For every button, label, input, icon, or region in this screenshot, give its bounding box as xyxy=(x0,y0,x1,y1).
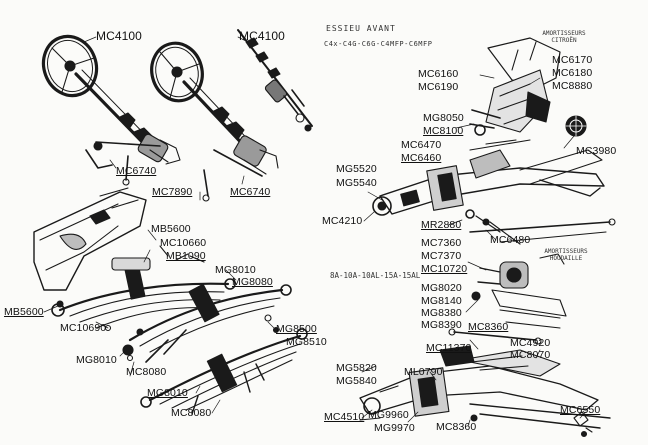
steering-wheel-left xyxy=(41,34,99,98)
part-label-mb1090[interactable]: MB1090 xyxy=(166,250,206,262)
part-label-mc6480[interactable]: MC6480 xyxy=(490,234,531,246)
part-label-mc7890[interactable]: MC7890 xyxy=(152,186,193,198)
steering-column-right xyxy=(182,77,279,202)
part-label-mg8050[interactable]: MG8050 xyxy=(423,112,464,124)
spring-hardware-small xyxy=(56,245,280,362)
part-label-mr2880[interactable]: MR2880 xyxy=(421,219,462,231)
part-label-mc8360[interactable]: MC8360 xyxy=(436,421,477,433)
tie-rod xyxy=(469,218,616,243)
part-label-mc6460[interactable]: MC6460 xyxy=(401,152,442,164)
leader-lines xyxy=(43,36,587,427)
part-label-mc4210[interactable]: MC4210 xyxy=(322,215,363,227)
houdaille-damper-assembly xyxy=(471,253,567,329)
part-label-mg5840[interactable]: MG5840 xyxy=(336,375,377,387)
part-label-mc11370[interactable]: MC11370 xyxy=(426,342,472,354)
part-label-mg5820[interactable]: MG5820 xyxy=(336,362,377,374)
diagram-title: ESSIEU AVANT xyxy=(326,24,396,33)
part-label-mg5520[interactable]: MG5520 xyxy=(336,163,377,175)
part-label-mc8100[interactable]: MC8100 xyxy=(423,125,464,137)
part-label-mg8020[interactable]: MG8020 xyxy=(421,282,462,294)
note-houdaille-dampers: AMORTISSEURS HOUDAILLE xyxy=(544,248,588,262)
steering-drop-arm-left xyxy=(85,141,161,186)
steering-wheel-right xyxy=(150,41,204,103)
part-label-mb5600[interactable]: MB5600 xyxy=(151,223,191,235)
leaf-spring-lower xyxy=(140,328,308,415)
part-label-mc8880[interactable]: MC8880 xyxy=(552,80,593,92)
part-label-mg8010[interactable]: MG8010 xyxy=(215,264,256,276)
part-label-mc6470[interactable]: MC6470 xyxy=(401,139,442,151)
part-label-mc7360[interactable]: MC7360 xyxy=(421,237,462,249)
part-label-mb5600[interactable]: MB5600 xyxy=(4,306,44,318)
bracket-small-corner xyxy=(573,411,593,438)
part-label-mg8510[interactable]: MG8510 xyxy=(286,336,327,348)
part-label-mc6180[interactable]: MC6180 xyxy=(552,67,593,79)
part-label-mc4100[interactable]: MC4100 xyxy=(239,29,285,43)
part-label-mg8390[interactable]: MG8390 xyxy=(421,319,462,331)
part-label-mc8080[interactable]: MC8080 xyxy=(126,366,167,378)
part-label-mg8010[interactable]: MG8010 xyxy=(147,387,188,399)
model-codes: C4x-C4G-C6G-C4MFP-C6MFP xyxy=(324,40,433,48)
part-label-mg8140[interactable]: MG8140 xyxy=(421,295,462,307)
chassis-frame-left xyxy=(33,187,147,291)
part-label-mg8080[interactable]: MG8080 xyxy=(232,276,273,288)
front-axle-beam xyxy=(372,139,605,245)
part-label-mg8500[interactable]: MG8500 xyxy=(276,323,317,335)
part-label-mc4100[interactable]: MC4100 xyxy=(96,29,142,43)
part-label-mc6740[interactable]: MC6740 xyxy=(230,186,271,198)
part-label-ml0790[interactable]: ML0790 xyxy=(404,366,443,378)
damper-disc xyxy=(565,115,587,137)
part-label-mc6550[interactable]: MC6550 xyxy=(560,404,601,416)
part-label-mc10660[interactable]: MC10660 xyxy=(160,237,207,249)
steering-column-left xyxy=(74,69,181,165)
front-suspension-upper xyxy=(469,37,561,136)
part-label-mc6740[interactable]: MC6740 xyxy=(116,165,157,177)
part-label-mg8380[interactable]: MG8380 xyxy=(421,307,462,319)
part-label-mc3980[interactable]: MC3980 xyxy=(576,145,617,157)
note-fiscal-models: 8A-10A-10AL-15A-15AL xyxy=(330,271,421,280)
note-citroen-dampers: AMORTISSEURS CITROËN xyxy=(542,30,586,44)
front-suspension-lower xyxy=(359,328,611,429)
part-label-mg9960[interactable]: MG9960 xyxy=(368,409,409,421)
steering-rack-exploded xyxy=(237,29,313,132)
part-label-mc8080[interactable]: MC8080 xyxy=(171,407,212,419)
part-label-mc10720[interactable]: MC10720 xyxy=(421,263,468,275)
part-label-mc7370[interactable]: MC7370 xyxy=(421,250,462,262)
part-label-mc6160[interactable]: MC6160 xyxy=(418,68,459,80)
part-label-mg5540[interactable]: MG5540 xyxy=(336,177,377,189)
part-label-mc8070[interactable]: MC8070 xyxy=(510,349,551,361)
part-label-mc4920[interactable]: MC4920 xyxy=(510,337,551,349)
part-label-mc6170[interactable]: MC6170 xyxy=(552,54,593,66)
part-label-mc4510[interactable]: MC4510 xyxy=(324,411,365,423)
part-label-mg9970[interactable]: MG9970 xyxy=(374,422,415,434)
part-label-mg8010[interactable]: MG8010 xyxy=(76,354,117,366)
part-label-mc6190[interactable]: MC6190 xyxy=(418,81,459,93)
part-label-mc8360[interactable]: MC8360 xyxy=(468,321,509,333)
part-label-mc10690[interactable]: MC10690 xyxy=(60,322,107,334)
leaf-spring-middle xyxy=(122,283,292,363)
